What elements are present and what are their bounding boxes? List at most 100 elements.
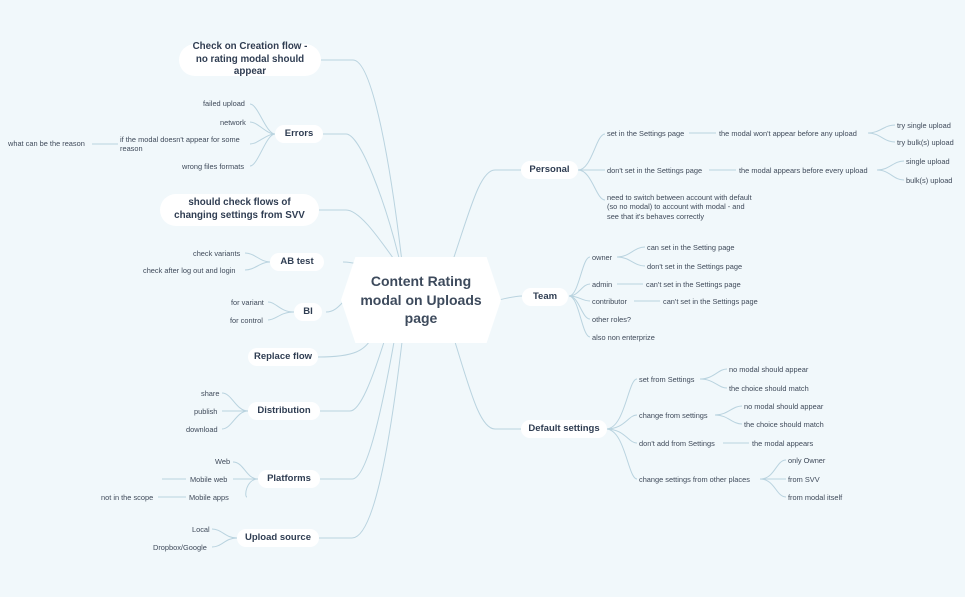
topic-creation-flow[interactable]: Check on Creation flow - no rating modal… <box>179 41 321 77</box>
defaults-leaf[interactable]: from SVV <box>788 475 820 484</box>
team-branch[interactable]: also non enterprize <box>592 333 655 342</box>
errors-leaf[interactable]: failed upload <box>203 99 245 108</box>
team-branch[interactable]: owner <box>592 253 613 262</box>
ab-test-leaf[interactable]: check variants <box>193 249 241 258</box>
connector <box>221 392 249 412</box>
distribution-leaf[interactable]: download <box>186 425 218 434</box>
topic-personal[interactable]: Personal <box>521 161 578 179</box>
connector <box>616 246 646 258</box>
root-topic[interactable]: Content Rating modal on Uploads page <box>341 257 501 343</box>
upload-source-leaf[interactable]: Dropbox/Google <box>153 543 207 552</box>
personal-leaf[interactable]: try single upload <box>897 121 951 130</box>
connector <box>759 478 787 498</box>
distribution-leaf[interactable]: publish <box>194 407 218 416</box>
platforms-leaf[interactable]: Mobile web <box>190 475 228 484</box>
connector <box>605 428 638 444</box>
connector <box>452 169 521 261</box>
team-branch[interactable]: admin <box>592 280 613 289</box>
topic-team[interactable]: Team <box>522 288 568 306</box>
errors-leaf[interactable]: network <box>220 118 246 127</box>
connector <box>616 256 646 267</box>
personal-leaf[interactable]: try bulk(s) upload <box>897 138 954 147</box>
platforms-leaf[interactable]: Mobile apps <box>189 493 229 502</box>
distribution-leaf[interactable]: share <box>201 389 220 398</box>
personal-branch[interactable]: set in the Settings page <box>607 129 685 138</box>
connector <box>605 378 638 430</box>
connector <box>577 169 606 201</box>
defaults-leaf[interactable]: from modal itself <box>788 493 843 502</box>
connector <box>211 528 238 539</box>
connector <box>221 410 249 430</box>
topic-replace-flow[interactable]: Replace flow <box>248 348 318 366</box>
topic-errors[interactable]: Errors <box>275 125 323 143</box>
connector <box>605 414 638 430</box>
bi-leaf[interactable]: for variant <box>231 298 264 307</box>
connector <box>267 311 295 321</box>
connector <box>320 59 403 263</box>
connector <box>322 133 401 263</box>
connector <box>249 121 276 135</box>
personal-branch[interactable]: don't set in the Settings page <box>607 166 703 175</box>
team-leaf[interactable]: can't set in the Settings page <box>646 280 741 289</box>
platforms-scope-leaf[interactable]: not in the scope <box>101 493 154 502</box>
connector <box>577 133 606 171</box>
topic-default-settings[interactable]: Default settings <box>521 420 607 438</box>
defaults-branch[interactable]: set from Settings <box>639 375 695 384</box>
connector <box>699 368 728 380</box>
errors-reason-leaf[interactable]: what can be the reason <box>8 139 85 148</box>
connector <box>714 414 743 425</box>
errors-leaf[interactable]: wrong files formats <box>182 162 245 171</box>
connector <box>867 132 896 143</box>
defaults-leaf[interactable]: no modal should appear <box>729 365 809 374</box>
topic-platforms[interactable]: Platforms <box>258 470 320 488</box>
team-leaf[interactable]: can set in the Setting page <box>647 243 735 252</box>
connector <box>245 478 259 498</box>
connector <box>318 209 397 263</box>
connector <box>876 160 905 171</box>
errors-leaf[interactable]: if the modal doesn't appear for some rea… <box>120 135 240 154</box>
connector <box>249 103 276 135</box>
connector <box>454 341 521 430</box>
team-branch[interactable]: contributor <box>592 297 627 306</box>
team-leaf[interactable]: don't set in the Settings page <box>647 262 743 271</box>
connector <box>232 461 259 480</box>
topic-upload-source[interactable]: Upload source <box>237 529 319 547</box>
connector <box>320 341 395 480</box>
connector <box>605 428 638 480</box>
connector <box>211 537 238 548</box>
connector <box>714 405 743 416</box>
topic-bi[interactable]: BI <box>294 303 322 321</box>
connector <box>244 261 271 271</box>
connector <box>318 341 403 539</box>
connector <box>867 124 896 134</box>
ab-test-leaf[interactable]: check after log out and login <box>143 266 236 275</box>
defaults-leaf[interactable]: the choice should match <box>744 420 824 429</box>
topic-ab-test[interactable]: AB test <box>270 253 324 271</box>
team-branch[interactable]: other roles? <box>592 315 632 324</box>
connector <box>568 256 591 297</box>
defaults-branch[interactable]: change from settings <box>639 411 708 420</box>
upload-source-leaf[interactable]: Local <box>192 525 210 534</box>
topic-distribution[interactable]: Distribution <box>248 402 320 420</box>
personal-leaf[interactable]: the modal appears before every upload <box>739 166 868 175</box>
team-leaf[interactable]: can't set in the Settings page <box>663 297 758 306</box>
connector <box>699 378 728 389</box>
connector <box>267 301 295 313</box>
defaults-leaf[interactable]: no modal should appear <box>744 402 824 411</box>
defaults-branch[interactable]: don't add from Settings <box>639 439 715 448</box>
defaults-branch[interactable]: change settings from other places <box>639 475 750 484</box>
platforms-leaf[interactable]: Web <box>215 457 231 466</box>
topic-settings-flows[interactable]: should check flows of changing settings … <box>160 194 319 226</box>
personal-leaf[interactable]: bulk(s) upload <box>906 176 953 185</box>
connector <box>320 341 385 412</box>
connector <box>249 133 276 167</box>
defaults-leaf[interactable]: only Owner <box>788 456 826 465</box>
defaults-leaf[interactable]: the modal appears <box>752 439 814 448</box>
connector <box>759 459 787 480</box>
connector <box>244 252 271 263</box>
personal-leaf[interactable]: single upload <box>906 157 950 166</box>
personal-branch[interactable]: need to switch between account with defa… <box>607 193 752 221</box>
personal-leaf[interactable]: the modal won't appear before any upload <box>719 129 857 138</box>
bi-leaf[interactable]: for control <box>230 316 263 325</box>
defaults-leaf[interactable]: the choice should match <box>729 384 809 393</box>
